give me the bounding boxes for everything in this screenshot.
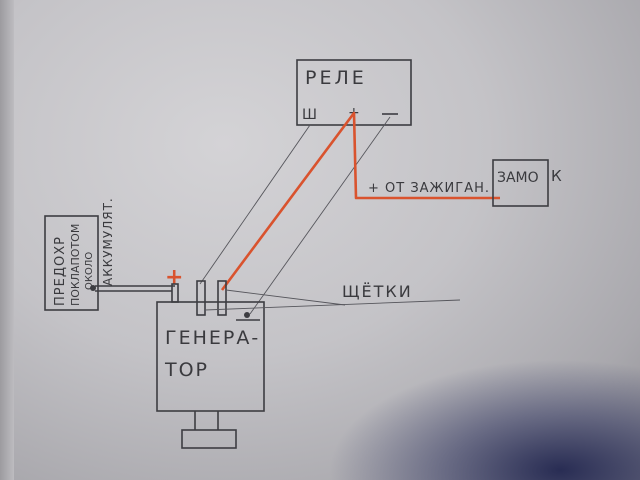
ground-terminal: [244, 312, 250, 318]
fuse-line3: ОКОЛО: [84, 252, 95, 290]
generator: ГЕНЕРА- ТОР +: [156, 265, 265, 449]
brush-terminal-1: [196, 280, 206, 316]
red-wire-plus: [220, 111, 500, 291]
generator-line2: ТОР: [164, 359, 209, 381]
ignition-label: + ОТ ЗАЖИГАН.: [368, 181, 490, 196]
relay-title: РЕЛЕ: [305, 67, 367, 89]
lock-label-inside: ЗАМО: [497, 170, 539, 186]
fuse-line2: ПОКЛАПОТОМ: [69, 224, 82, 306]
brush-pointer-2: [204, 299, 461, 311]
fuse-line1: ПРЕДОХР: [53, 236, 68, 306]
brushes-label: ЩЁТКИ: [342, 282, 413, 301]
brush-terminal-2: [217, 280, 227, 316]
lock-label-outside: К: [551, 167, 562, 185]
generator-line1: ГЕНЕРА-: [165, 327, 260, 349]
brush-pointer-1: [225, 289, 346, 306]
fuse-block: ПРЕДОХР ПОКЛАПОТОМ ОКОЛО АККУМУЛЯТ.: [44, 197, 115, 311]
battery-label: АККУМУЛЯТ.: [101, 197, 115, 286]
relay-terminal-sh: Ш: [302, 107, 317, 123]
wire-sh-to-brush: [199, 124, 311, 285]
wire-minus-to-ground: [249, 116, 391, 315]
ignition-lock: ЗАМО К: [492, 159, 562, 207]
fuse-terminal: [90, 285, 96, 291]
generator-mount: [181, 429, 237, 449]
generator-plus-mark: +: [165, 265, 183, 290]
terminal-plus: [171, 283, 179, 303]
